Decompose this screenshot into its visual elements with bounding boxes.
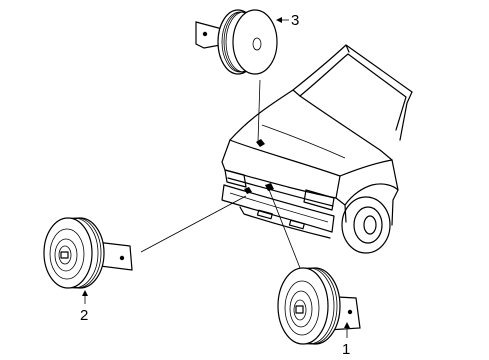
leader-lines <box>140 79 301 269</box>
callout-3-label: 3 <box>291 12 299 29</box>
horn-1 <box>277 267 361 345</box>
callout-2-label: 2 <box>80 307 88 324</box>
callout-arrows <box>82 17 350 338</box>
horn-3 <box>195 9 278 75</box>
horn-2 <box>43 217 133 289</box>
vehicle-front-view <box>221 44 413 254</box>
callout-1-label: 1 <box>342 341 350 358</box>
